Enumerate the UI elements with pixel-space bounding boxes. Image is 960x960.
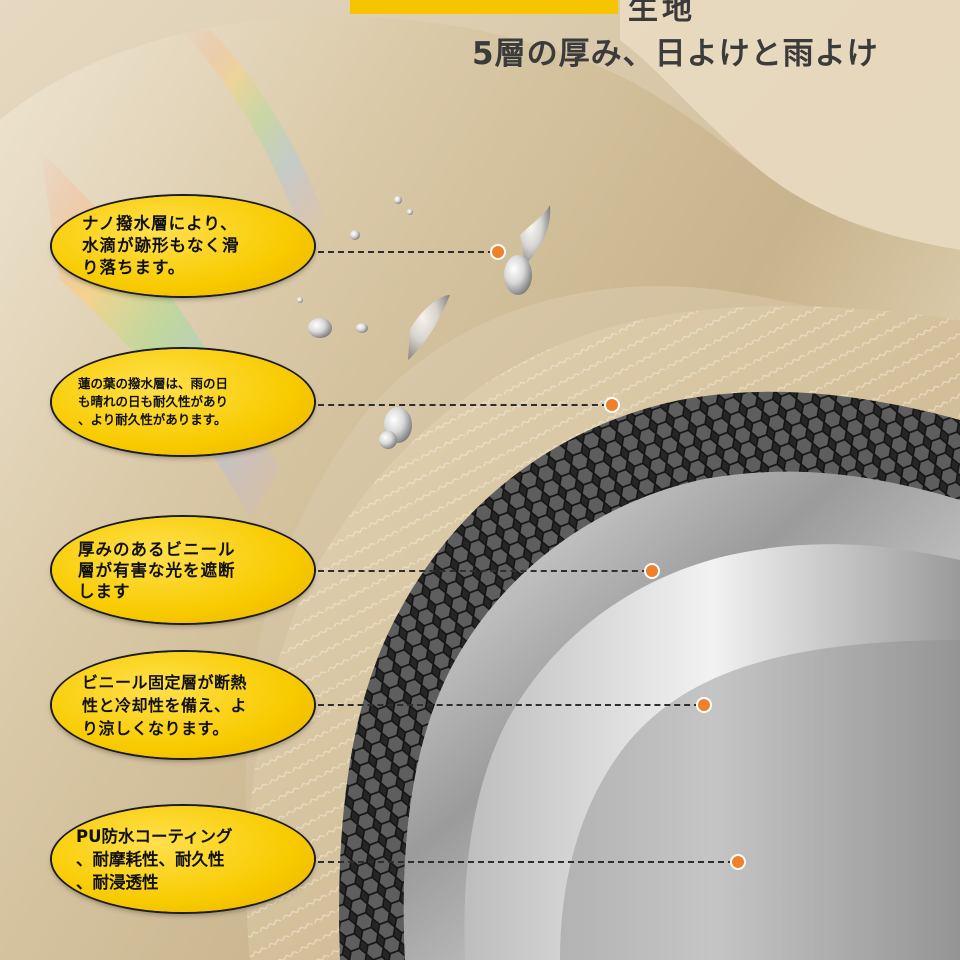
callout-text: PU防水コーティング 、耐摩耗性、耐久性 、耐浸透性 [76, 826, 233, 892]
callout-vinyl-fixing-layer: ビニール固定層が断熱 性と冷却性を備え、よ り涼しくなります。 [52, 652, 314, 758]
water-droplet-icons [297, 196, 551, 449]
heading-highlight-bar [350, 0, 618, 14]
callout-text: 蓮の葉の撥水層は、雨の日 も晴れの日も耐久性があり 、より耐久性があります。 [78, 376, 229, 427]
leader-line [318, 251, 494, 253]
callout-lotus-leaf-layer: 蓮の葉の撥水層は、雨の日 も晴れの日も耐久性があり 、より耐久性があります。 [52, 349, 314, 455]
callout-text: ナノ撥水層により、 水滴が跡形もなく滑 り落ちます。 [82, 214, 240, 277]
layer-marker-dot [606, 399, 618, 411]
page-subtitle: 5層の厚み、日よけと雨よけ [472, 36, 879, 72]
callout-nano-water-repellent: ナノ撥水層により、 水滴が跡形もなく滑 り落ちます。 [52, 196, 314, 296]
callout-text: 厚みのあるビニール 層が有害な光を遮断 します [78, 539, 236, 601]
heading-fragment: 生地 [628, 0, 696, 27]
callout-pu-coating: PU防水コーティング 、耐摩耗性、耐久性 、耐浸透性 [52, 806, 314, 912]
layer-marker-dot [646, 565, 658, 577]
leader-line [318, 861, 734, 863]
leader-line [318, 570, 648, 572]
layer-marker-dot [732, 856, 744, 868]
leader-line [318, 404, 608, 406]
leader-line [318, 704, 700, 706]
callout-text: ビニール固定層が断熱 性と冷却性を備え、よ り涼しくなります。 [82, 672, 248, 738]
layer-marker-dot [698, 699, 710, 711]
layer-marker-dot [492, 246, 504, 258]
callout-thick-vinyl-layer: 厚みのあるビニール 層が有害な光を遮断 します [52, 517, 314, 623]
